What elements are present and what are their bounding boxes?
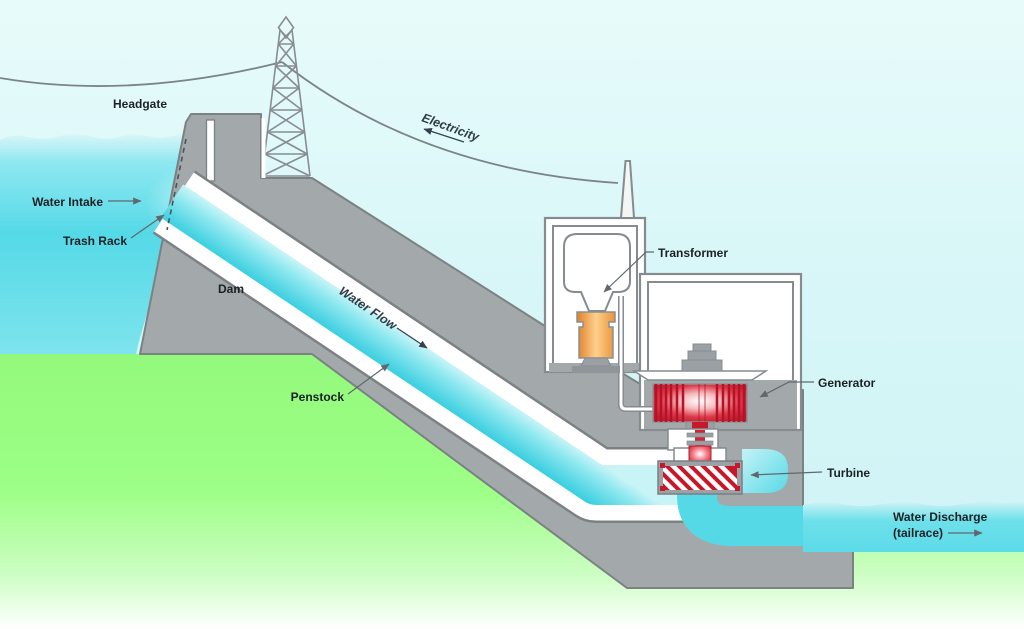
scroll-case-water [742,449,788,493]
generator-unit [631,343,769,430]
leader-transformer [603,251,654,293]
turbine-shaft [667,428,719,451]
arrow-electricity [423,127,465,143]
label-headgate: Headgate [113,97,167,111]
leader-trash-rack [130,214,165,239]
leader-penstock [347,363,390,395]
label-dam: Dam [218,282,244,296]
trash-rack-line [166,138,187,231]
transformer-unit [572,311,620,373]
leader-turbine [750,471,823,479]
power-line-right [281,61,619,184]
grass-terrain [0,354,1024,629]
label-penstock: Penstock [291,390,345,404]
power-line-left [0,61,283,87]
label-transformer: Transformer [658,246,728,260]
arrow-water-flow [396,327,428,349]
leader-generator [759,381,814,398]
draft-tube-water [677,466,814,546]
label-water-discharge-2: (tailrace) [893,526,943,540]
power-conduit [618,296,654,412]
turbine-unit [657,445,743,495]
label-water-intake: Water Intake [32,195,103,209]
headgate-gate [205,119,216,182]
transformer-duct [563,233,631,312]
crest-gap [261,118,266,178]
tailrace-water [803,501,1024,552]
label-trash-rack: Trash Rack [63,234,127,248]
reservoir-water [0,134,185,355]
rooftop-mast [619,160,636,219]
transmission-tower [261,15,311,177]
label-water-discharge-1: Water Discharge [893,510,988,524]
label-generator: Generator [818,376,876,390]
label-turbine: Turbine [827,466,870,480]
